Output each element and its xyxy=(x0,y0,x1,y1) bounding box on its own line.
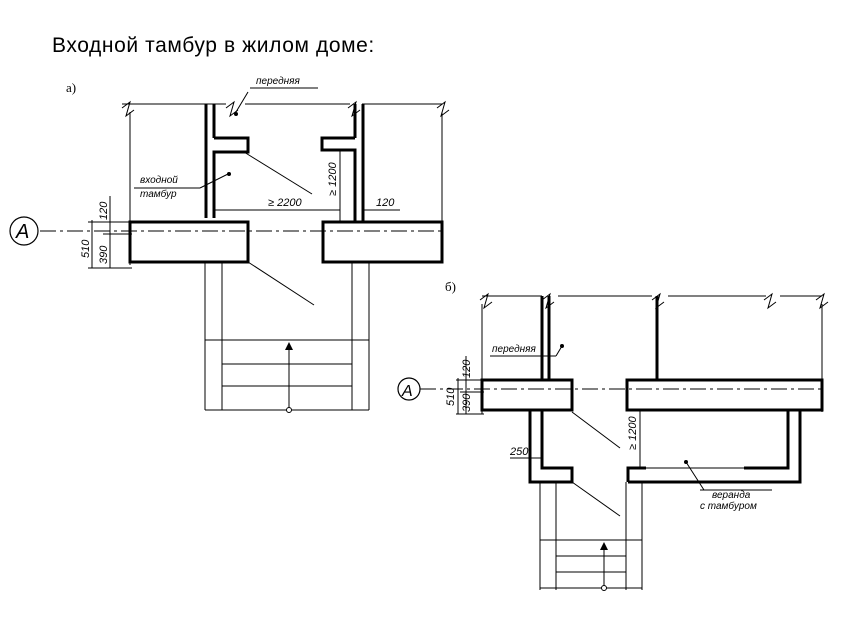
label-front-b: передняя xyxy=(492,344,536,355)
dim-width-a: ≥ 2200 xyxy=(268,197,302,209)
marker-a: а) xyxy=(66,80,76,95)
axis-label-a: А xyxy=(15,221,29,243)
plan-b xyxy=(397,292,829,591)
dim-510-a: 510 xyxy=(80,239,92,258)
label-vestibule-a-2: тамбур xyxy=(140,188,177,200)
dim-120-b: 120 xyxy=(461,359,473,378)
dim-390-b: 390 xyxy=(461,393,473,412)
label-vestibule-a-1: входной xyxy=(140,175,178,186)
page-title: Входной тамбур в жилом доме: xyxy=(52,34,375,57)
dim-depth-a: ≥ 1200 xyxy=(327,162,339,196)
label-veranda-b-1: веранда xyxy=(712,490,751,501)
axis-label-b: А xyxy=(401,383,413,400)
dim-390-a: 390 xyxy=(98,245,110,264)
dim-120-a: 120 xyxy=(98,201,110,220)
label-front-a: передняя xyxy=(256,76,300,87)
dim-510-b: 510 xyxy=(445,387,457,406)
dim-depth-b: ≥ 1200 xyxy=(627,416,639,450)
dim-250-b: 250 xyxy=(509,446,529,458)
dim-wall-a: 120 xyxy=(376,197,395,209)
label-veranda-b-2: с тамбуром xyxy=(700,500,757,512)
plan-a xyxy=(9,87,450,413)
marker-b: б) xyxy=(445,279,456,294)
